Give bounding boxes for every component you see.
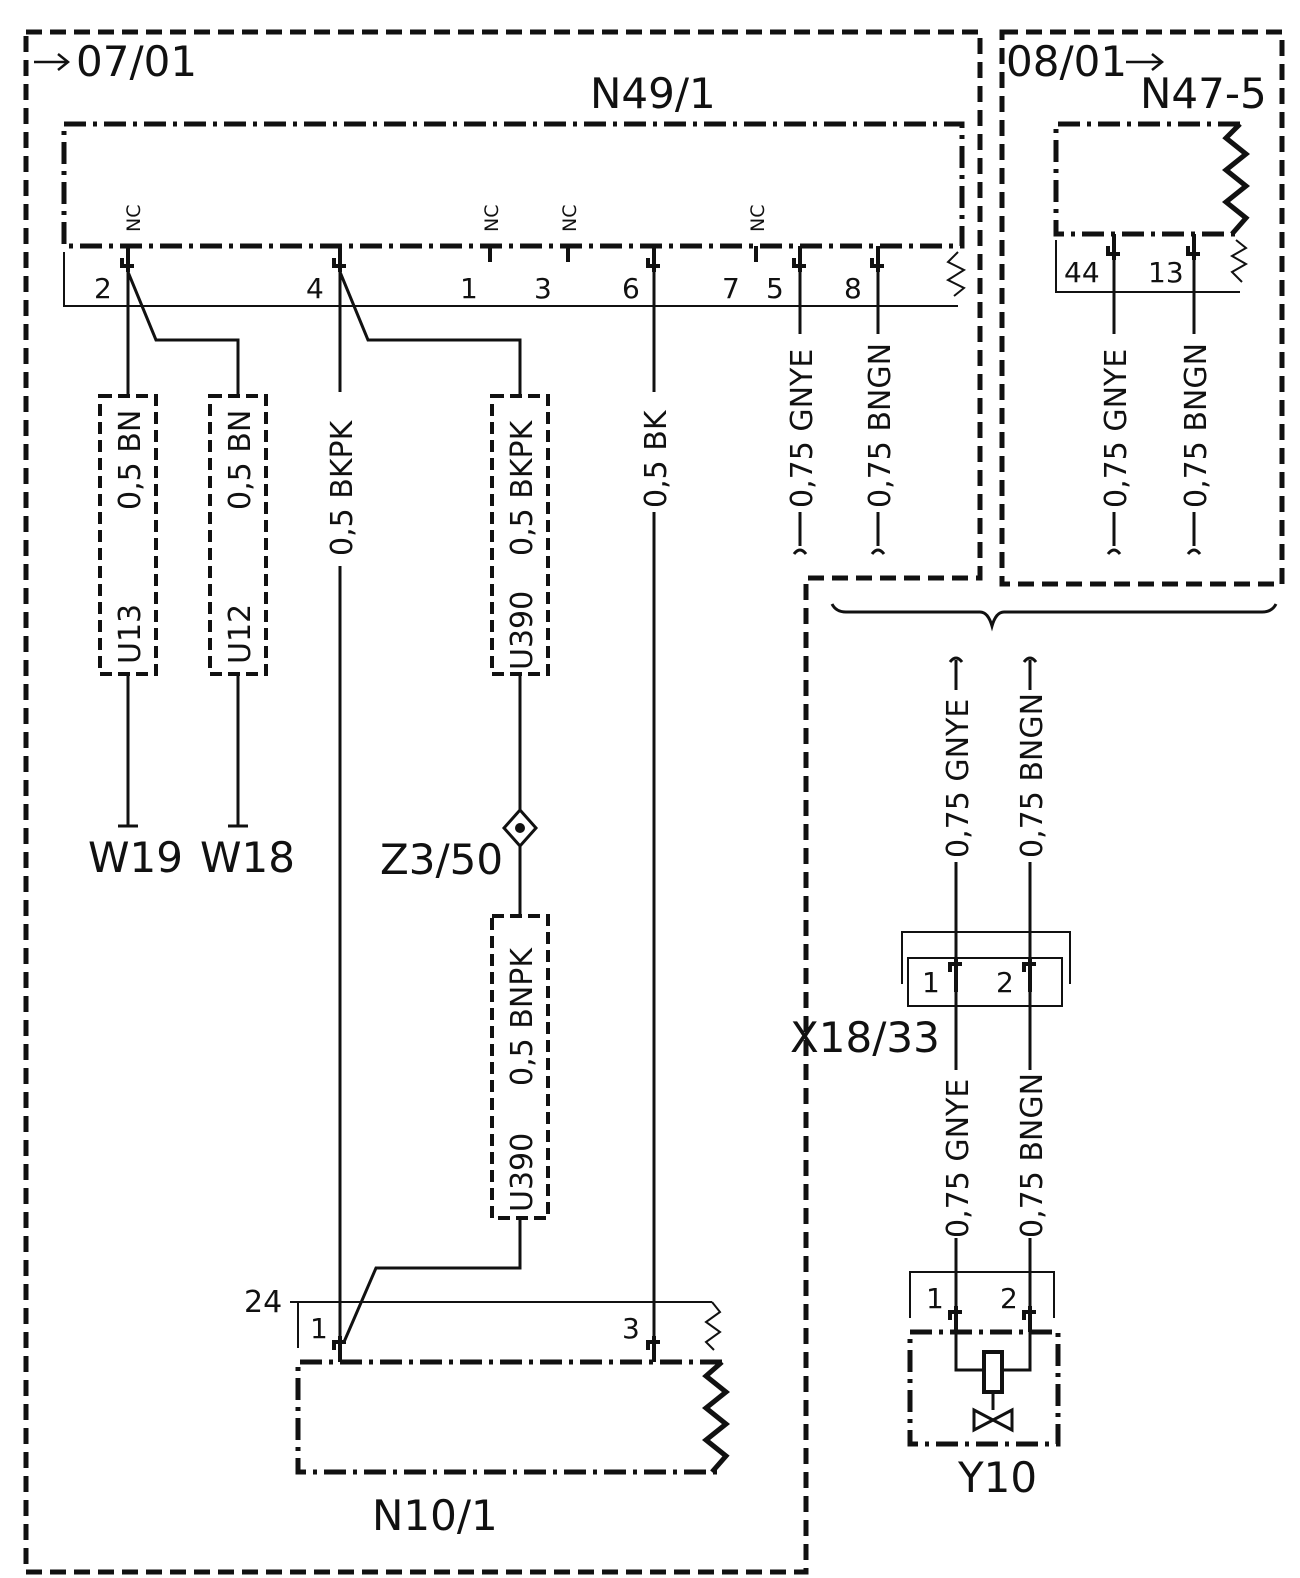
right-frame-arrow-icon (1126, 53, 1165, 71)
wire-break-icons (792, 548, 886, 555)
n47-5-pin-terminals (1106, 234, 1200, 260)
n10-1-module (295, 1359, 722, 1475)
harness-label-u13: U13 (113, 604, 148, 664)
wire-label-bn: 0,5 BN (113, 410, 148, 510)
n49-pin-number: 3 (534, 272, 552, 305)
wire-label-bkpk: 0,5 BKPK (325, 419, 360, 556)
harness-label-u390: U390 (505, 591, 540, 670)
x18-33-label: X18/33 (790, 1013, 940, 1062)
wire-label-gnye: 0,75 GNYE (1099, 349, 1134, 508)
wire-label-bngn: 0,75 BNGN (1015, 1073, 1050, 1238)
x18-pin-number: 1 (922, 966, 940, 999)
x18-33-connector (901, 931, 1071, 1007)
n10-pin-number: 3 (622, 1312, 640, 1345)
n49-pin-number: 4 (306, 272, 324, 305)
wire-lines (126, 271, 880, 1343)
nc-label: NC (481, 205, 503, 232)
wire-label-bngn: 0,75 BNGN (1015, 693, 1050, 858)
n47-5-break-edge (1221, 122, 1251, 236)
y10-module (907, 1329, 1061, 1447)
n49-pin-number: 8 (844, 272, 862, 305)
wire-label-bk: 0,5 BK (639, 409, 674, 508)
y10-label: Y10 (957, 1453, 1037, 1502)
n49-1-pin-terminals (120, 246, 884, 272)
n47-pin-number: 44 (1064, 256, 1100, 289)
wire-label-bngn: 0,75 BNGN (863, 343, 898, 508)
nc-label: NC (123, 205, 145, 232)
y10-pin-number: 1 (926, 1282, 944, 1315)
n47-5-module (1053, 121, 1240, 237)
n10-1-connector-number: 24 (244, 1285, 282, 1320)
n49-pin-number: 1 (460, 272, 478, 305)
x18-pin-number: 2 (996, 966, 1014, 999)
left-frame-reference: 07/01 (76, 37, 197, 86)
wire-label-bkpk: 0,5 BKPK (505, 419, 540, 556)
splice-icon (501, 807, 539, 849)
n47-5-wire-lines (1106, 260, 1202, 555)
x18-wire-lines (948, 656, 1038, 1312)
wire-label-bn: 0,5 BN (223, 410, 258, 510)
n49-pin-number: 7 (722, 272, 740, 305)
n47-pin-number: 13 (1148, 256, 1184, 289)
n47-5-connector-outline (1055, 239, 1249, 293)
n49-pin-number: 6 (622, 272, 640, 305)
wire-label-gnye: 0,75 GNYE (785, 349, 820, 508)
wire-label-bngn: 0,75 BNGN (1179, 343, 1214, 508)
wire-label-gnye: 0,75 GNYE (941, 699, 976, 858)
n49-pin-number: 5 (766, 272, 784, 305)
z3-50-label: Z3/50 (380, 835, 503, 884)
left-frame (23, 29, 983, 1575)
n10-1-break-edge (701, 1360, 731, 1474)
y10-pin-number: 2 (1000, 1282, 1018, 1315)
n10-1-connector-outline (290, 1301, 722, 1351)
n49-1-module (61, 121, 965, 249)
merge-brace-icon (830, 603, 1278, 632)
nc-label: NC (559, 205, 581, 232)
n10-pin-number: 1 (310, 1312, 328, 1345)
n49-pin-number: 2 (94, 272, 112, 305)
x18-33-pin-terminals (948, 958, 1036, 992)
harness-label-u12: U12 (223, 604, 258, 664)
right-frame (999, 29, 1285, 587)
nc-label: NC (747, 205, 769, 232)
wire-label-bnpk: 0,5 BNPK (505, 947, 540, 1086)
n49-1-label: N49/1 (590, 69, 716, 118)
harness-label-u390: U390 (505, 1133, 540, 1212)
nc-pin-stubs (488, 246, 758, 262)
harness-boxes (98, 394, 550, 1220)
wire-label-gnye: 0,75 GNYE (941, 1079, 976, 1238)
y10-pin-terminals (948, 1306, 1036, 1332)
left-frame-arrow-icon (34, 53, 71, 71)
n10-1-label: N10/1 (372, 1491, 498, 1540)
n49-1-connector-outline (63, 251, 967, 307)
right-frame-reference: 08/01 (1006, 37, 1127, 86)
w18-label: W18 (200, 833, 295, 882)
w19-label: W19 (88, 833, 183, 882)
n10-1-pin-terminals (332, 1336, 660, 1362)
solenoid-valve-icon (954, 1332, 1032, 1433)
n47-5-label: N47-5 (1140, 69, 1267, 118)
y10-connector-outline (909, 1271, 1055, 1318)
